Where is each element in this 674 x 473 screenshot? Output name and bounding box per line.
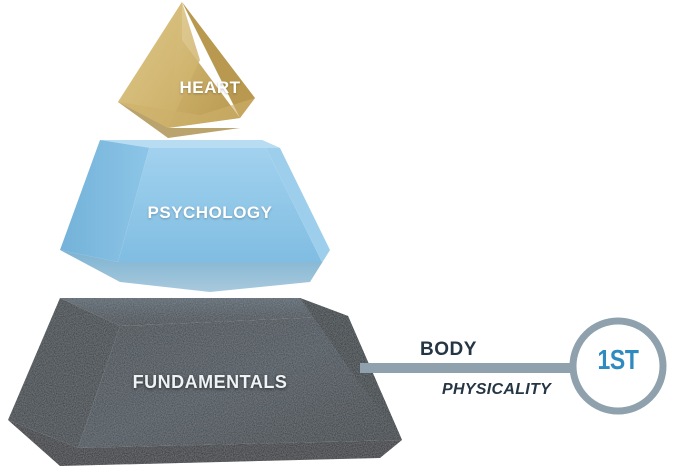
badge bbox=[569, 317, 667, 415]
connector-top-label: BODY bbox=[420, 339, 477, 360]
connector bbox=[360, 363, 574, 373]
badge-text: 1ST bbox=[597, 344, 639, 375]
connector-line bbox=[360, 363, 574, 373]
psychology-label: PSYCHOLOGY bbox=[147, 203, 273, 222]
connector-bottom-label: PHYSICALITY bbox=[442, 381, 552, 398]
heart-label: HEART bbox=[179, 78, 241, 97]
badge-ring bbox=[569, 317, 667, 415]
fundamentals-tier bbox=[8, 298, 402, 466]
heart-tier bbox=[118, 2, 255, 138]
fundamentals-label: FUNDAMENTALS bbox=[132, 372, 288, 392]
psychology-tier bbox=[60, 140, 330, 292]
